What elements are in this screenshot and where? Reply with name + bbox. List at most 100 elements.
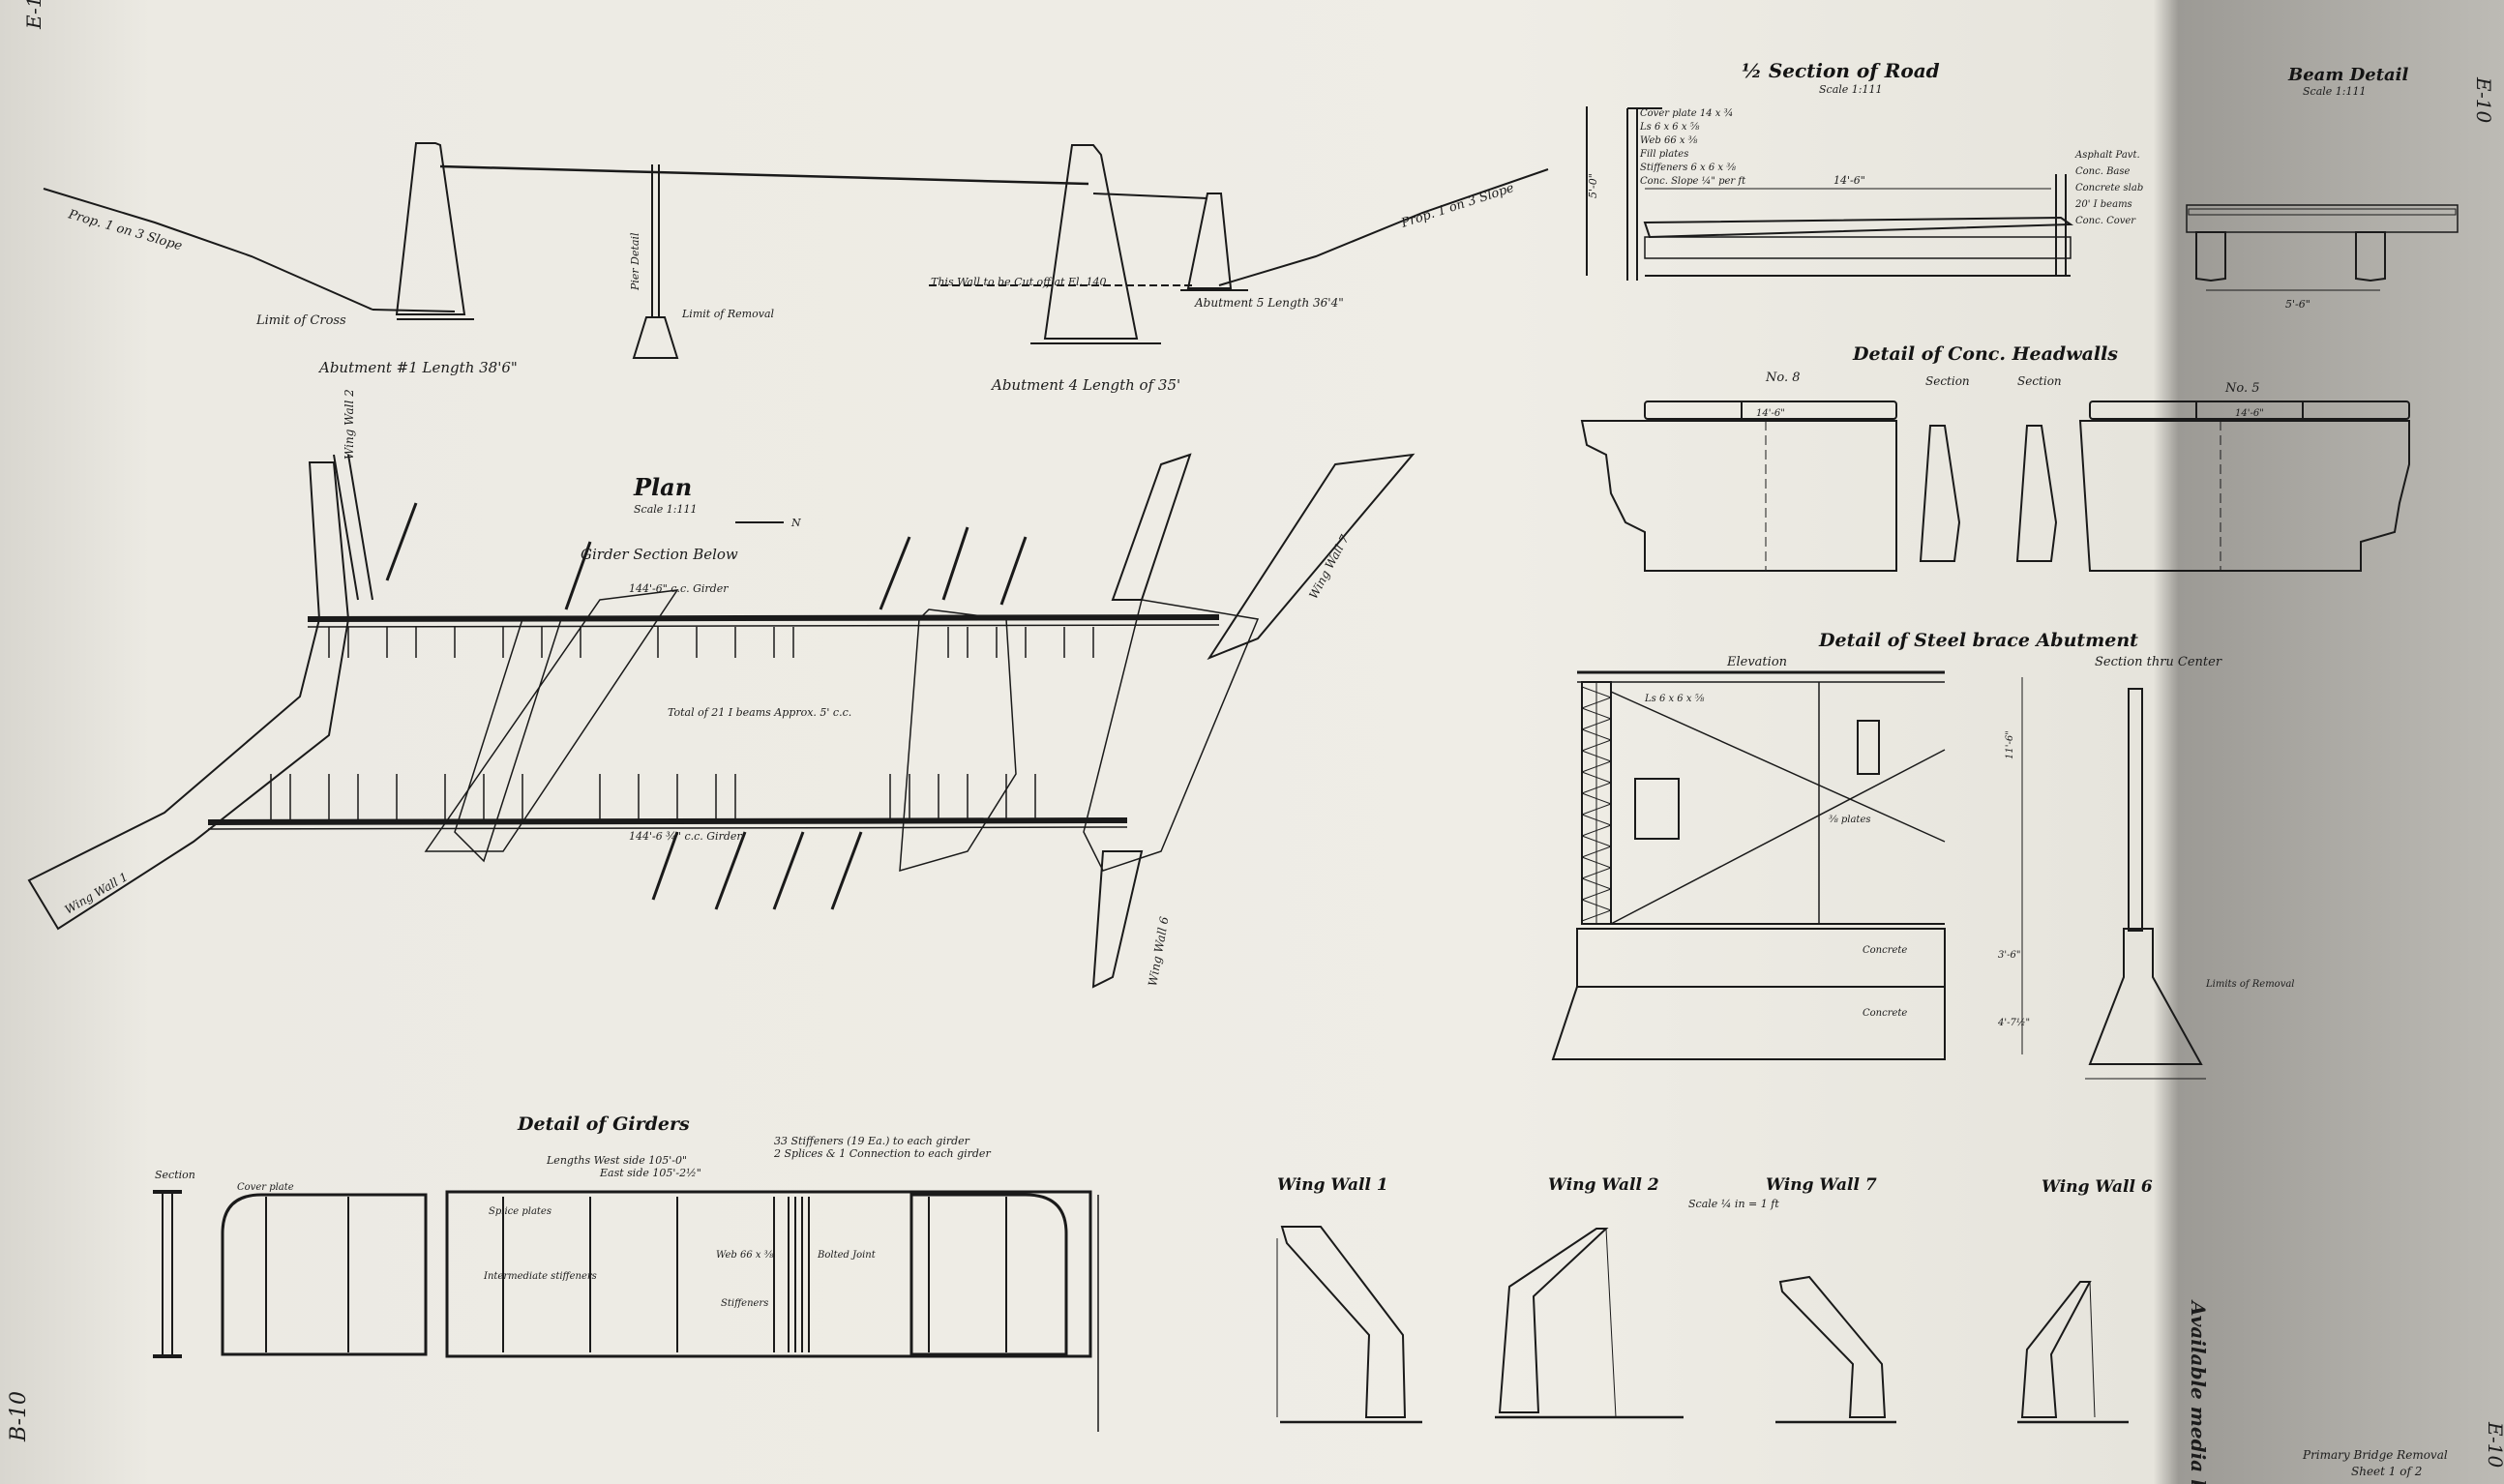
lattice-bar — [1581, 803, 1612, 816]
brace-section — [2128, 688, 2143, 932]
beam-dim: 5'-6" — [2285, 298, 2310, 311]
brace-section-label: Section thru Center — [2095, 655, 2222, 669]
plan-stiffeners — [270, 627, 1094, 820]
label-girder-top: 144'-6" c.c. Girder — [629, 582, 729, 595]
lattice-bar — [1581, 877, 1612, 890]
headwalls — [1580, 401, 2410, 572]
abutment-1 — [395, 142, 466, 315]
wing-walls — [1276, 1226, 2129, 1424]
title-wing-wall-1: Wing Wall 1 — [1277, 1175, 1388, 1195]
plan-view — [27, 453, 1416, 989]
brace-dim-2: 3'-6" — [1998, 950, 2020, 961]
girder-note-1: 33 Stiffeners (19 Ea.) to each girder — [774, 1135, 970, 1147]
lattice-bar — [1581, 771, 1612, 784]
road-scale: Scale 1:111 — [1819, 83, 1882, 96]
margin-note-right-top: E-10 — [2472, 76, 2495, 123]
road-dim-2: 5'-0" — [1587, 173, 1599, 198]
lattice-bar — [1581, 782, 1612, 794]
label-cut-off: This Wall to be Cut off at El. 140 — [931, 276, 1106, 288]
lattice-bar — [1581, 718, 1612, 730]
plan-label-wing-wall-7: Wing Wall 7 — [1306, 532, 1352, 601]
girder-callout-4: Web 66 x ⅜ — [716, 1250, 774, 1261]
elevation-view — [43, 142, 1549, 359]
lattice-bar — [1581, 888, 1612, 901]
headwall-no-5 — [2078, 420, 2410, 572]
road-callout: Ls 6 x 6 x ⅝ — [1639, 122, 1700, 133]
girder-section-label: Section — [155, 1169, 195, 1181]
title-conc-headwalls: Detail of Conc. Headwalls — [1852, 343, 2118, 365]
road-callout: Conc. Base — [2075, 166, 2131, 177]
title-half-section-road: ½ Section of Road — [1742, 59, 1940, 82]
lattice-bar — [1581, 760, 1612, 773]
lattice-bar — [1581, 814, 1612, 826]
label-limit-removal: Limit of Removal — [681, 308, 774, 320]
title-plan: Plan — [633, 473, 692, 501]
brace-callout-5: Limits of Removal — [2205, 979, 2295, 990]
road-callout: Conc. Slope ¼" per ft — [1640, 176, 1746, 187]
headwall-section-2 — [2015, 425, 2058, 562]
lattice-bar — [1581, 792, 1612, 805]
lattice-bar — [1581, 750, 1612, 762]
road-callout: Asphalt Pavt. — [2074, 150, 2140, 161]
label-girder-bottom: 144'-6 ¾" c.c. Girder — [629, 830, 742, 843]
lattice-bar — [1581, 707, 1612, 720]
road-slab — [1644, 236, 2072, 259]
girder-callout-1: Cover plate — [237, 1182, 294, 1193]
title-block-line-2: Sheet 1 of 2 — [2351, 1465, 2422, 1478]
headwall-section-2-label: Section — [2017, 374, 2062, 388]
plan-scale: Scale 1:111 — [634, 503, 697, 516]
lattice-bar — [1581, 899, 1612, 911]
road-callout: Fill plates — [1639, 149, 1688, 160]
road-callout: Stiffeners 6 x 6 x ⅜ — [1640, 163, 1736, 173]
label-slope-right: Prop. 1 on 3 Slope — [1399, 181, 1516, 231]
title-beam-detail: Beam Detail — [2287, 65, 2409, 85]
label-abutment-5: Abutment 5 Length 36'4" — [1194, 296, 1344, 310]
right-slope — [1218, 168, 1549, 286]
girder-callout-6: Bolted Joint — [817, 1250, 877, 1261]
headwall-dim-2: 14'-6" — [2235, 408, 2264, 419]
label-limit-cross: Limit of Cross — [255, 313, 346, 328]
brace-callout-3: Concrete — [1863, 945, 1907, 956]
girder-elevation-1 — [221, 1193, 428, 1356]
lattice-bar — [1581, 856, 1612, 869]
plan-label-wing-wall-6: Wing Wall 6 — [1146, 915, 1171, 987]
plan-label-wing-wall-2: Wing Wall 2 — [343, 389, 356, 460]
road-callout: Concrete slab — [2075, 183, 2143, 193]
road-section — [1586, 106, 2074, 281]
girders-detail — [153, 1190, 1099, 1432]
label-abutment-1: Abutment #1 Length 38'6" — [317, 359, 518, 376]
lattice-bar — [1581, 739, 1612, 752]
abutment-5 — [1186, 193, 1233, 289]
steel-brace-abutment — [1551, 670, 2206, 1080]
girder-section — [162, 1191, 173, 1357]
bottom-girder — [207, 817, 1128, 825]
wing-wall-scale: Scale ¼ in = 1 ft — [1688, 1198, 1779, 1210]
title-block-line-1: Primary Bridge Removal — [2302, 1448, 2448, 1462]
girder-elevation-3 — [909, 1193, 1068, 1356]
brace-dim-1: 11'-6" — [2005, 730, 2015, 759]
lattice-bar — [1581, 909, 1612, 922]
headwall-no-8 — [1580, 420, 1897, 572]
lattice-bar — [1581, 835, 1612, 847]
beam-scale: Scale 1:111 — [2303, 85, 2366, 98]
margin-note-left-bottom: B-10 — [7, 1391, 31, 1442]
girder-stiffeners — [265, 1197, 1007, 1352]
lattice-bar — [1581, 846, 1612, 858]
wing-wall-6-drawing — [2017, 1281, 2129, 1424]
headwall-dim-1: 14'-6" — [1756, 408, 1785, 419]
title-wing-wall-6: Wing Wall 6 — [2042, 1177, 2153, 1197]
margin-note-left-top: E-10 — [22, 0, 45, 30]
plan-label-wing-wall-1: Wing Wall 1 — [63, 870, 131, 917]
left-slope — [43, 188, 373, 311]
margin-note-right-corner: E-10 — [2484, 1421, 2504, 1468]
headwall-no-8-label: No. 8 — [1765, 371, 1801, 385]
brace-callout-2: ⅜ plates — [1829, 815, 1871, 825]
girder-callout-3: Intermediate stiffeners — [483, 1271, 597, 1282]
lattice-bar — [1581, 728, 1612, 741]
label-pier-detail: Pier Detail — [629, 232, 641, 291]
label-girder-section: Girder Section Below — [581, 546, 738, 563]
girder-elevation-2 — [445, 1190, 1092, 1358]
girder-note-2: 2 Splices & 1 Connection to each girder — [773, 1147, 991, 1160]
